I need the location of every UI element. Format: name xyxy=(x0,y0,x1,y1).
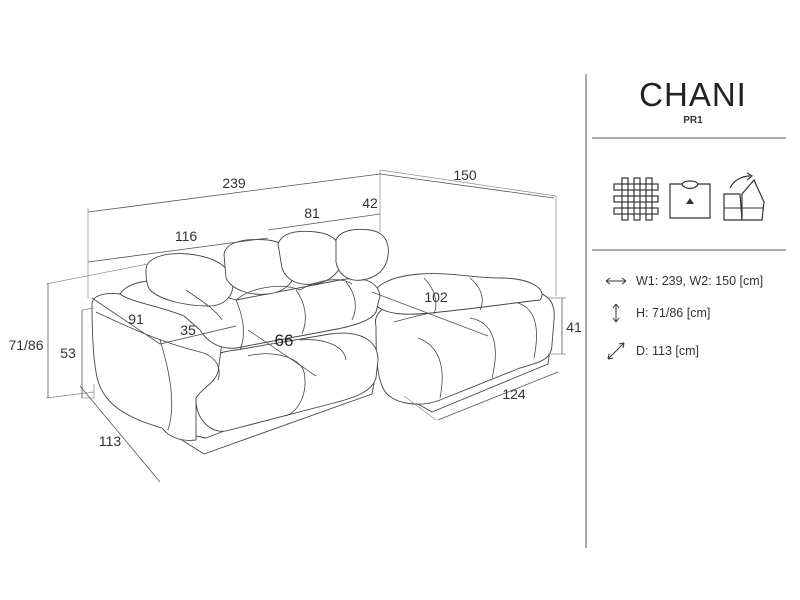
dim-corner-back: 42 xyxy=(362,195,378,211)
product-name: CHANI xyxy=(639,76,747,113)
fabric-weave-icon xyxy=(613,177,659,221)
dim-chaise-height: 41 xyxy=(566,319,582,335)
vertical-arrow-icon xyxy=(604,302,634,324)
dim-back-width: 116 xyxy=(175,228,198,244)
dim-chaise-length: 102 xyxy=(424,289,448,305)
spec-width: W1: 239, W2: 150 [cm] xyxy=(604,270,794,292)
dim-seat-height: 53 xyxy=(60,345,76,361)
dim-seat-width: 66 xyxy=(275,331,294,350)
spec-width-text: W1: 239, W2: 150 [cm] xyxy=(636,274,764,288)
sofa-illustration xyxy=(91,228,555,455)
spec-height-text: H: 71/86 [cm] xyxy=(636,306,711,320)
dim-seat-depth: 91 xyxy=(128,311,144,327)
diagonal-arrow-icon xyxy=(604,340,634,362)
dim-chaise-width: 124 xyxy=(502,386,526,402)
dim-middle-back: 81 xyxy=(304,205,320,221)
dim-armrest: 35 xyxy=(180,322,196,338)
storage-container-icon xyxy=(669,180,711,219)
dim-chaise-depth: 150 xyxy=(453,167,477,183)
dim-depth: 113 xyxy=(99,433,122,449)
spec-height: H: 71/86 [cm] xyxy=(604,302,794,324)
dim-total-width: 239 xyxy=(222,175,246,191)
horizontal-arrow-icon xyxy=(604,270,634,292)
product-code: PR1 xyxy=(683,115,703,126)
spec-depth: D: 113 [cm] xyxy=(604,340,794,362)
dim-height: 71/86 xyxy=(8,337,43,353)
dimension-lines xyxy=(47,173,563,483)
dimension-labels: 239 150 116 81 42 91 35 66 102 71/86 53 … xyxy=(8,167,582,449)
convertible-sofa-icon xyxy=(723,172,765,221)
spec-depth-text: D: 113 [cm] xyxy=(636,344,699,358)
